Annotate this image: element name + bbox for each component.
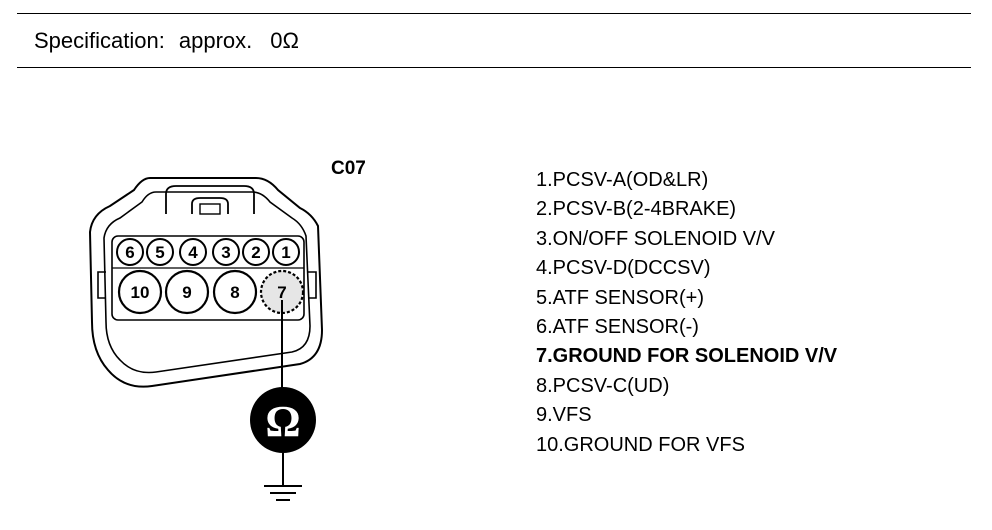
pin-function-item: 2.PCSV-B(2-4BRAKE): [536, 198, 737, 221]
pin-6: 6: [116, 238, 144, 266]
pin-function-item: 7.GROUND FOR SOLENOID V/V: [536, 345, 838, 368]
spec-qualifier: approx.: [178, 28, 253, 53]
pin-10: 10: [117, 269, 163, 315]
pin-1: 1: [272, 238, 300, 266]
spec-value: 0Ω: [270, 28, 299, 53]
pin-function-item: 10.GROUND FOR VFS: [536, 433, 745, 456]
top-rule: [17, 13, 971, 14]
connector-key-right: [308, 271, 317, 299]
bottom-rule: [17, 67, 971, 68]
pin-8: 8: [212, 269, 258, 315]
connector-housing-outer: [88, 177, 324, 388]
pin-5-label: 5: [155, 243, 164, 262]
pin-10-label: 10: [131, 283, 150, 302]
ohmmeter-symbol: Ω: [265, 397, 300, 446]
connector-latch: [165, 185, 255, 214]
pin-5: 5: [146, 238, 174, 266]
pin-function-item: 4.PCSV-D(DCCSV): [536, 257, 711, 280]
pin-8-label: 8: [230, 283, 239, 302]
top-row-pins: 6 5 4 3 2 1: [116, 238, 300, 266]
connector-housing-inner: [103, 191, 311, 374]
ohmmeter-icon: Ω: [250, 387, 316, 453]
pin-6-label: 6: [125, 243, 134, 262]
specification-line: Specification: approx. 0Ω: [34, 28, 299, 54]
bottom-row-pins: 10 9 8 7: [117, 269, 305, 315]
pin-function-item: 6.ATF SENSOR(-): [536, 316, 699, 339]
pin-cavity-frame: [111, 235, 305, 321]
connector-latch-slot: [199, 203, 221, 215]
pin-3-label: 3: [221, 243, 230, 262]
pin-function-list: 1.PCSV-A(OD&LR) 2.PCSV-B(2-4BRAKE) 3.ON/OF…: [536, 166, 837, 460]
pin-function-item: 1.PCSV-A(OD&LR): [536, 169, 709, 191]
connector-latch-tab: [191, 197, 229, 214]
ground-icon: [264, 485, 302, 501]
pin-4: 4: [179, 238, 207, 266]
spec-label: Specification:: [34, 28, 165, 53]
pin-2-label: 2: [251, 243, 260, 262]
pin-function-item: 8.PCSV-C(UD): [536, 374, 670, 397]
pin-3: 3: [212, 238, 240, 266]
pin-function-item: 3.ON/OFF SOLENOID V/V: [536, 227, 775, 250]
pin-7-label: 7: [277, 283, 286, 302]
pin-function-item: 5.ATF SENSOR(+): [536, 286, 704, 309]
pin-2: 2: [242, 238, 270, 266]
pin-9-label: 9: [182, 283, 191, 302]
pin-1-label: 1: [281, 243, 290, 262]
connector-key-left: [97, 271, 106, 299]
pin-4-label: 4: [188, 243, 198, 262]
pin-function-item: 9.VFS: [536, 404, 592, 427]
connector-id-label: C07: [331, 158, 366, 179]
pin-9: 9: [164, 269, 210, 315]
